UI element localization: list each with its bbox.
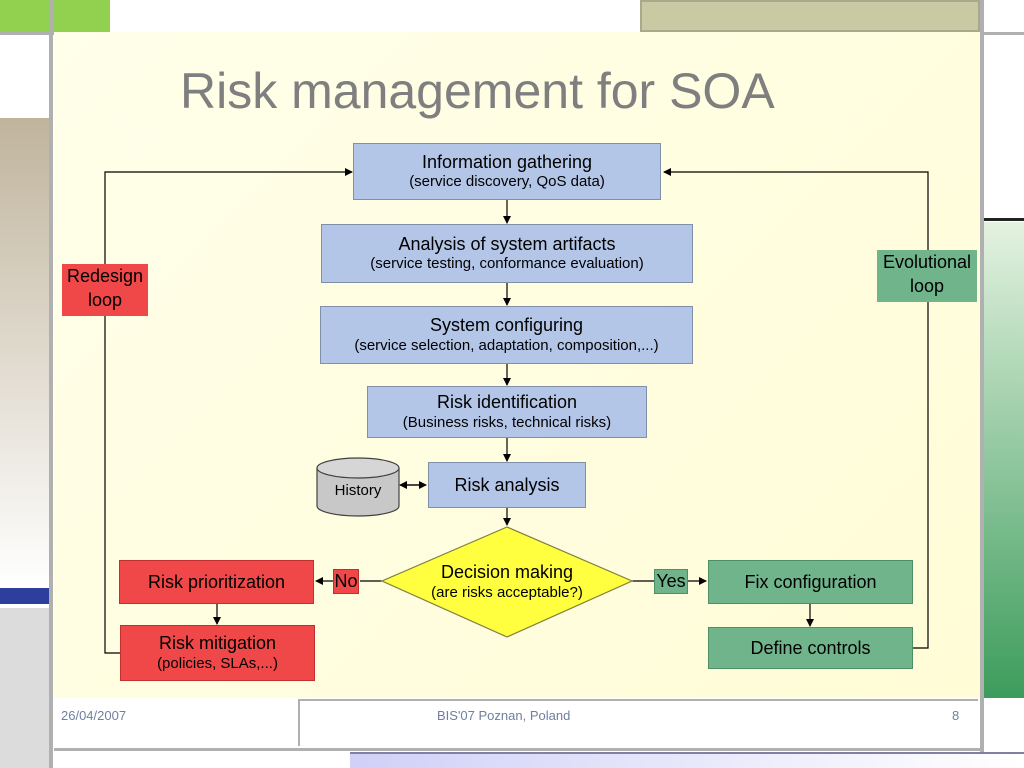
footer-panel [298,699,978,746]
risk-identification-title: Risk identification [436,392,578,413]
define-controls-title: Define controls [750,637,871,658]
bottom-lavender-bar [350,752,1024,768]
define-controls-box: Define controls [708,627,913,669]
risk-prioritization-box: Risk prioritization [119,560,314,604]
risk-identification-box: Risk identification (Business risks, tec… [367,386,647,438]
left-bottom-gray [0,608,49,768]
evolutional-loop-line2: loop [909,276,945,297]
top-right-tan-block [640,0,980,32]
footer-date: 26/04/2007 [61,708,127,723]
risk-mitigation-detail: (policies, SLAs,...) [157,654,278,672]
left-frame-line [49,0,53,768]
risk-identification-detail: (Business risks, technical risks) [402,413,612,431]
information-gathering-title: Information gathering [421,151,593,172]
right-green-gradient [984,222,1024,698]
no-label: No [333,569,359,594]
redesign-loop-label: Redesign loop [62,264,148,316]
risk-mitigation-title: Risk mitigation [158,633,277,654]
system-configuring-box: System configuring (service selection, a… [320,306,693,364]
footer-event: BIS'07 Poznan, Poland [437,708,571,723]
redesign-loop-line1: Redesign [66,266,144,286]
analysis-artifacts-detail: (service testing, conformance evaluation… [370,255,644,273]
risk-mitigation-box: Risk mitigation (policies, SLAs,...) [120,625,315,681]
information-gathering-box: Information gathering (service discovery… [353,143,661,200]
footer-page-number: 8 [952,708,960,723]
bottom-frame-line [54,748,980,751]
redesign-loop-line2: loop [87,290,123,311]
fix-configuration-box: Fix configuration [708,560,913,604]
evolutional-loop-line1: Evolutional [882,252,972,272]
decision-making-label: Decision making (are risks acceptable?) [412,561,602,602]
slide-title: Risk management for SOA [180,63,775,119]
evolutional-loop-label: Evolutional loop [877,250,977,302]
right-frame-line [980,0,984,768]
analysis-artifacts-box: Analysis of system artifacts (service te… [321,224,693,283]
risk-analysis-title: Risk analysis [454,474,560,495]
decision-making-title: Decision making [440,562,574,582]
decision-making-question: (are risks acceptable?) [431,583,583,601]
left-tan-gradient [0,118,49,588]
risk-prioritization-title: Risk prioritization [147,571,286,592]
fix-configuration-title: Fix configuration [744,571,877,592]
right-dark-line [984,218,1024,221]
system-configuring-detail: (service selection, adaptation, composit… [354,336,659,354]
analysis-artifacts-title: Analysis of system artifacts [398,233,616,254]
left-green-block [0,0,110,32]
system-configuring-title: System configuring [429,315,584,336]
risk-analysis-box: Risk analysis [428,462,586,508]
yes-label: Yes [654,569,688,594]
history-label: History [334,482,382,499]
left-navy-bar [0,588,49,604]
history-database-icon: History [316,456,400,518]
information-gathering-detail: (service discovery, QoS data) [409,173,605,191]
